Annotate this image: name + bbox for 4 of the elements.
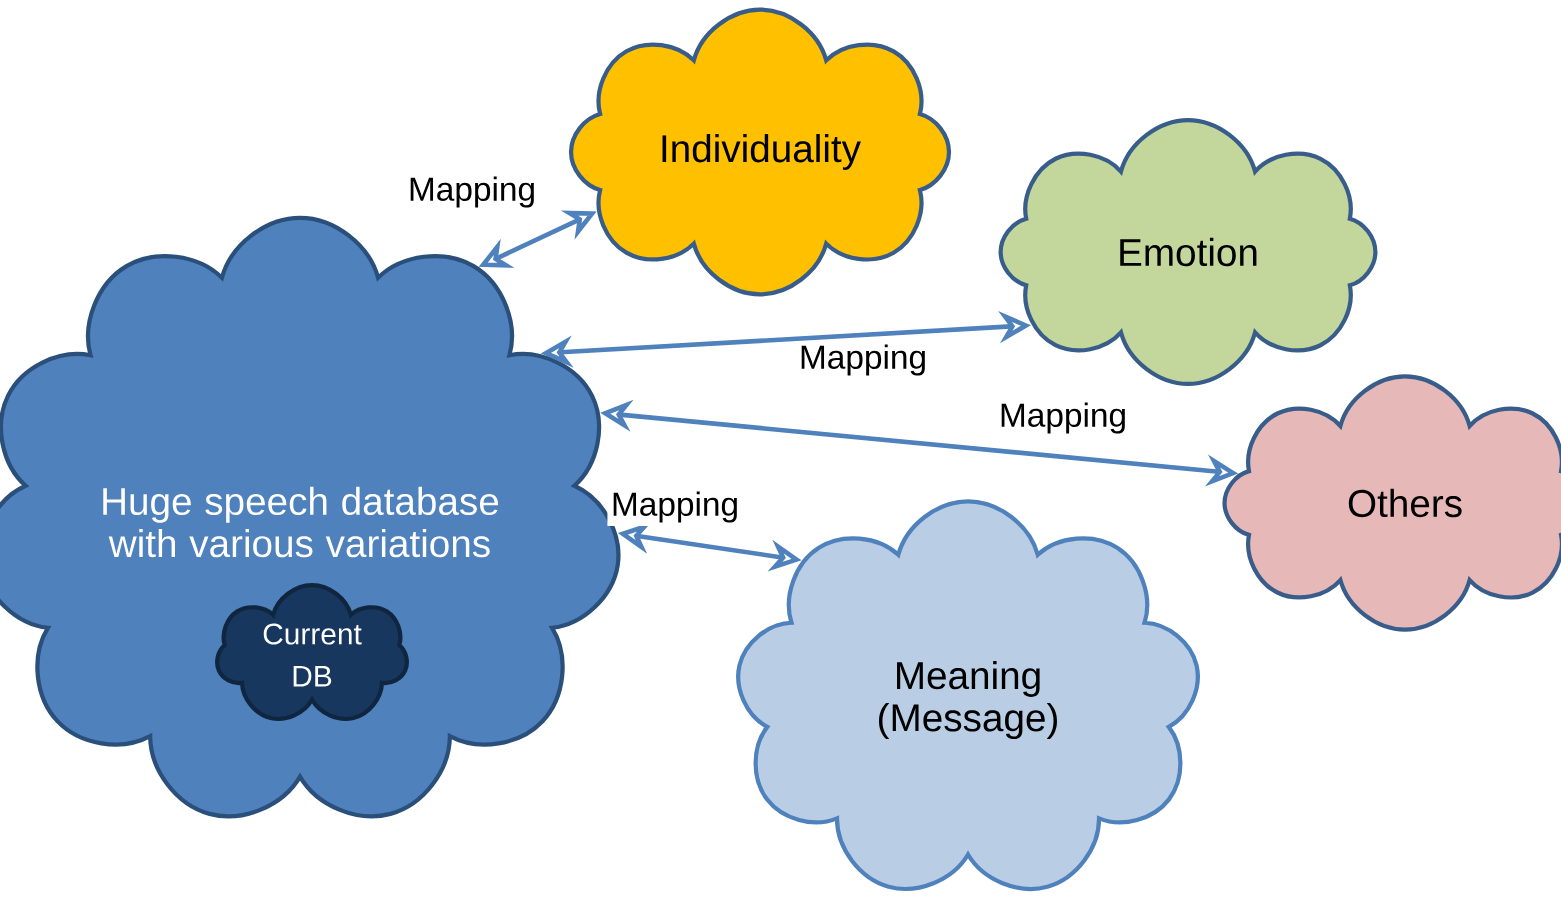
edge-label: Mapping [607, 487, 743, 527]
edge-label: Mapping [995, 398, 1131, 438]
edge-label: Mapping [795, 340, 931, 380]
edge-label: Mapping [404, 172, 540, 212]
